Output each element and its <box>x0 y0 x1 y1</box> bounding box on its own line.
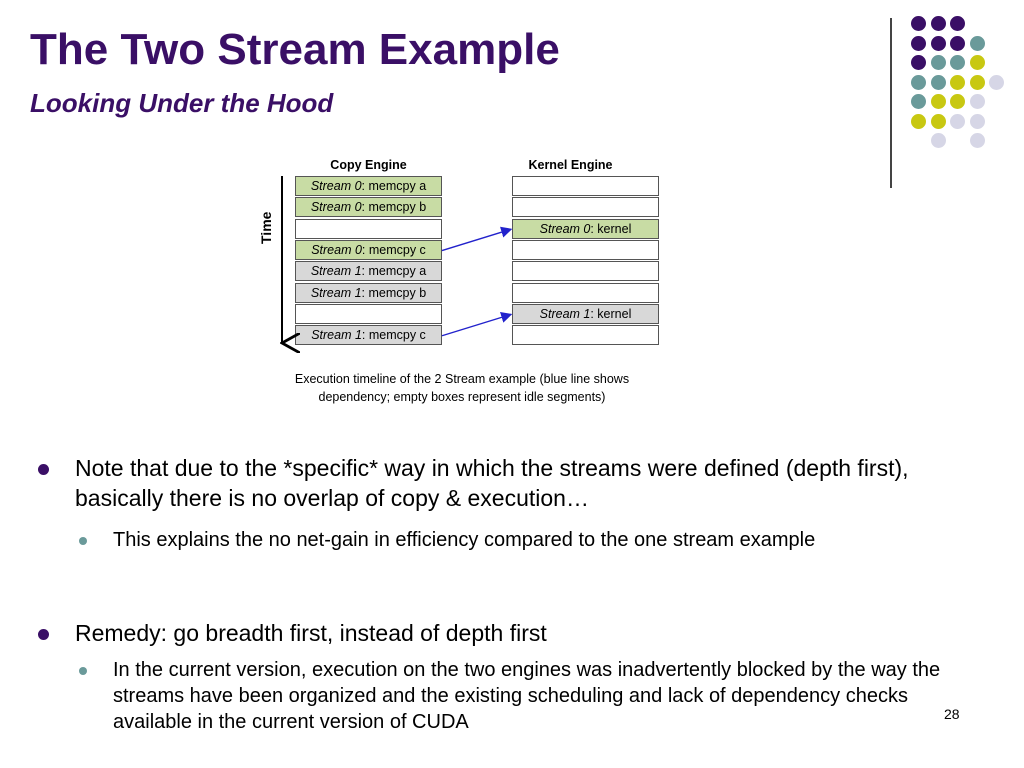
stream-label: Stream 0 <box>310 200 362 215</box>
decorative-dot <box>930 16 946 31</box>
copy-engine-cell: Stream 1: memcpy c <box>295 325 442 346</box>
kernel-engine-idle-cell <box>512 176 659 196</box>
decorative-dot <box>911 16 926 31</box>
stream-label: Stream 1 <box>310 264 362 279</box>
sub-bullet-dot <box>79 537 87 545</box>
decorative-dot <box>930 74 946 90</box>
time-axis-label: Time <box>258 211 274 244</box>
decorative-dot <box>930 113 946 129</box>
sub-bullet-1-1: This explains the no net-gain in efficie… <box>113 529 816 551</box>
divider-line <box>890 18 892 188</box>
decorative-dot <box>930 55 946 70</box>
decorative-dot <box>950 16 965 31</box>
kernel-engine-idle-cell <box>512 282 659 303</box>
kernel-engine-idle-cell <box>512 325 659 346</box>
decorative-dot <box>989 74 1004 90</box>
decorative-dot <box>969 35 985 51</box>
copy-engine-cell: Stream 0: memcpy b <box>295 197 442 218</box>
sub-bullet-2-1: In the current version, execution on the… <box>113 659 941 733</box>
operation-label: : memcpy b <box>361 285 427 300</box>
decorative-dot <box>911 94 926 109</box>
copy-engine-cell: Stream 1: memcpy b <box>295 282 442 303</box>
bullet-dot <box>38 464 49 475</box>
kernel-engine-cell: Stream 1: kernel <box>512 303 659 324</box>
copy-engine-cell: Stream 0: memcpy c <box>295 239 442 260</box>
dependency-arrow <box>441 226 513 252</box>
dependency-arrow <box>441 311 513 337</box>
decorative-dot <box>930 133 946 148</box>
decorative-dot <box>969 133 985 148</box>
operation-label: : memcpy c <box>361 328 426 343</box>
operation-label: : kernel <box>590 306 632 321</box>
copy-engine-cell: Stream 0: memcpy a <box>295 176 442 196</box>
decorative-dot <box>969 94 985 109</box>
operation-label: : kernel <box>590 221 632 236</box>
decorative-dot <box>930 94 946 109</box>
copy-engine-idle-cell <box>295 218 442 239</box>
decorative-dot <box>950 74 965 90</box>
copy-engine-cell: Stream 1: memcpy a <box>295 261 442 282</box>
decorative-dot <box>969 55 985 70</box>
decorative-dot <box>950 113 965 129</box>
stream-timeline-diagram: Copy Engine Kernel Engine Stream 0: memc… <box>0 158 659 440</box>
kernel-engine-idle-cell <box>512 261 659 282</box>
diagram-caption: Execution timeline of the 2 Stream examp… <box>294 372 630 404</box>
copy-engine-header: Copy Engine <box>330 158 407 172</box>
slide-subtitle: Looking Under the Hood <box>30 88 334 118</box>
page-number: 28 <box>944 706 960 722</box>
decorative-dot <box>930 35 946 51</box>
kernel-engine-cell: Stream 0: kernel <box>512 218 659 239</box>
decorative-dot <box>911 35 926 51</box>
copy-engine-idle-cell <box>295 303 442 324</box>
operation-label: : memcpy a <box>361 264 427 279</box>
bullet-2: Remedy: go breadth first, instead of dep… <box>75 620 547 646</box>
decorative-dot <box>969 113 985 129</box>
stream-label: Stream 0 <box>311 242 362 257</box>
bullet-1: Note that due to the *specific* way in w… <box>75 455 909 511</box>
slide-title: The Two Stream Example <box>30 25 560 74</box>
bullet-dot <box>38 629 49 640</box>
decorative-dot <box>911 55 926 70</box>
decorative-dot <box>950 55 965 70</box>
kernel-engine-header: Kernel Engine <box>528 158 613 172</box>
sub-bullet-dot <box>79 667 87 675</box>
kernel-engine-idle-cell <box>512 197 659 218</box>
stream-label: Stream 1 <box>310 285 362 300</box>
operation-label: : memcpy a <box>361 179 427 193</box>
stream-label: Stream 0 <box>539 221 591 236</box>
operation-label: : memcpy c <box>361 242 426 257</box>
stream-label: Stream 1 <box>539 306 591 321</box>
decorative-dot <box>950 35 965 51</box>
decorative-dot <box>969 74 985 90</box>
decorative-dot <box>911 74 926 90</box>
decorative-dot <box>950 94 965 109</box>
kernel-engine-idle-cell <box>512 239 659 260</box>
operation-label: : memcpy b <box>361 200 427 215</box>
stream-label: Stream 1 <box>311 328 362 343</box>
diagram-overlay <box>0 176 513 440</box>
stream-label: Stream 0 <box>310 179 362 193</box>
decorative-dot <box>911 113 926 129</box>
